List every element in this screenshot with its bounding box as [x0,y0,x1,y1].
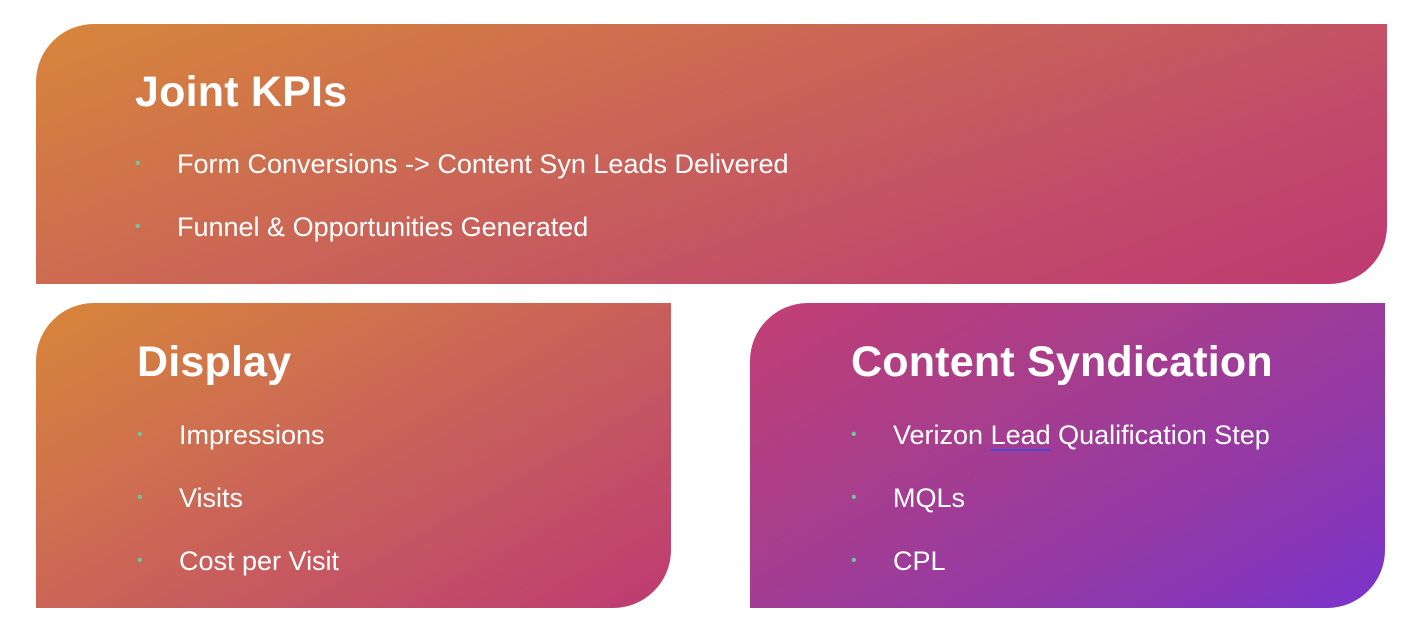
joint-kpis-list: • Form Conversions -> Content Syn Leads … [135,143,789,269]
bullet-icon: • [851,426,857,443]
list-item: • Verizon Lead Qualification Step [851,414,1270,477]
bullet-icon: • [851,489,857,506]
kpi-label: MQLs [893,483,966,513]
kpi-label: Form Conversions -> Content Syn Leads De… [177,149,789,179]
list-item: • Cost per Visit [137,540,339,603]
list-item: • CPL [851,540,1270,603]
content-syndication-title: Content Syndication [851,338,1273,386]
bullet-icon: • [851,552,857,569]
list-item: • Funnel & Opportunities Generated [135,206,789,269]
joint-kpis-title: Joint KPIs [135,68,348,116]
joint-kpis-card: Joint KPIs • Form Conversions -> Content… [36,24,1387,284]
display-list: • Impressions • Visits • Cost per Visit [137,414,339,603]
list-item: • MQLs [851,477,1270,540]
kpi-label: Verizon Lead Qualification Step [893,414,1270,456]
kpi-label: Impressions [179,420,325,450]
bullet-icon: • [137,489,143,506]
content-syndication-list: • Verizon Lead Qualification Step • MQLs… [851,414,1270,603]
kpi-label-after: Qualification Step [1050,420,1270,450]
kpi-label-before: Verizon [893,420,991,450]
bullet-icon: • [135,155,141,172]
kpi-label: CPL [893,546,946,576]
kpi-label: Cost per Visit [179,546,340,576]
bullet-icon: • [137,552,143,569]
bullet-icon: • [137,426,143,443]
list-item: • Visits [137,477,339,540]
bullet-icon: • [135,218,141,235]
spellcheck-underlined-word: Lead [990,420,1051,450]
kpi-label: Visits [179,483,244,513]
display-card: Display • Impressions • Visits • Cost pe… [36,303,671,608]
list-item: • Impressions [137,414,339,477]
kpi-label: Funnel & Opportunities Generated [177,212,589,242]
list-item: • Form Conversions -> Content Syn Leads … [135,143,789,206]
content-syndication-card: Content Syndication • Verizon Lead Quali… [750,303,1385,608]
display-title: Display [137,338,292,386]
